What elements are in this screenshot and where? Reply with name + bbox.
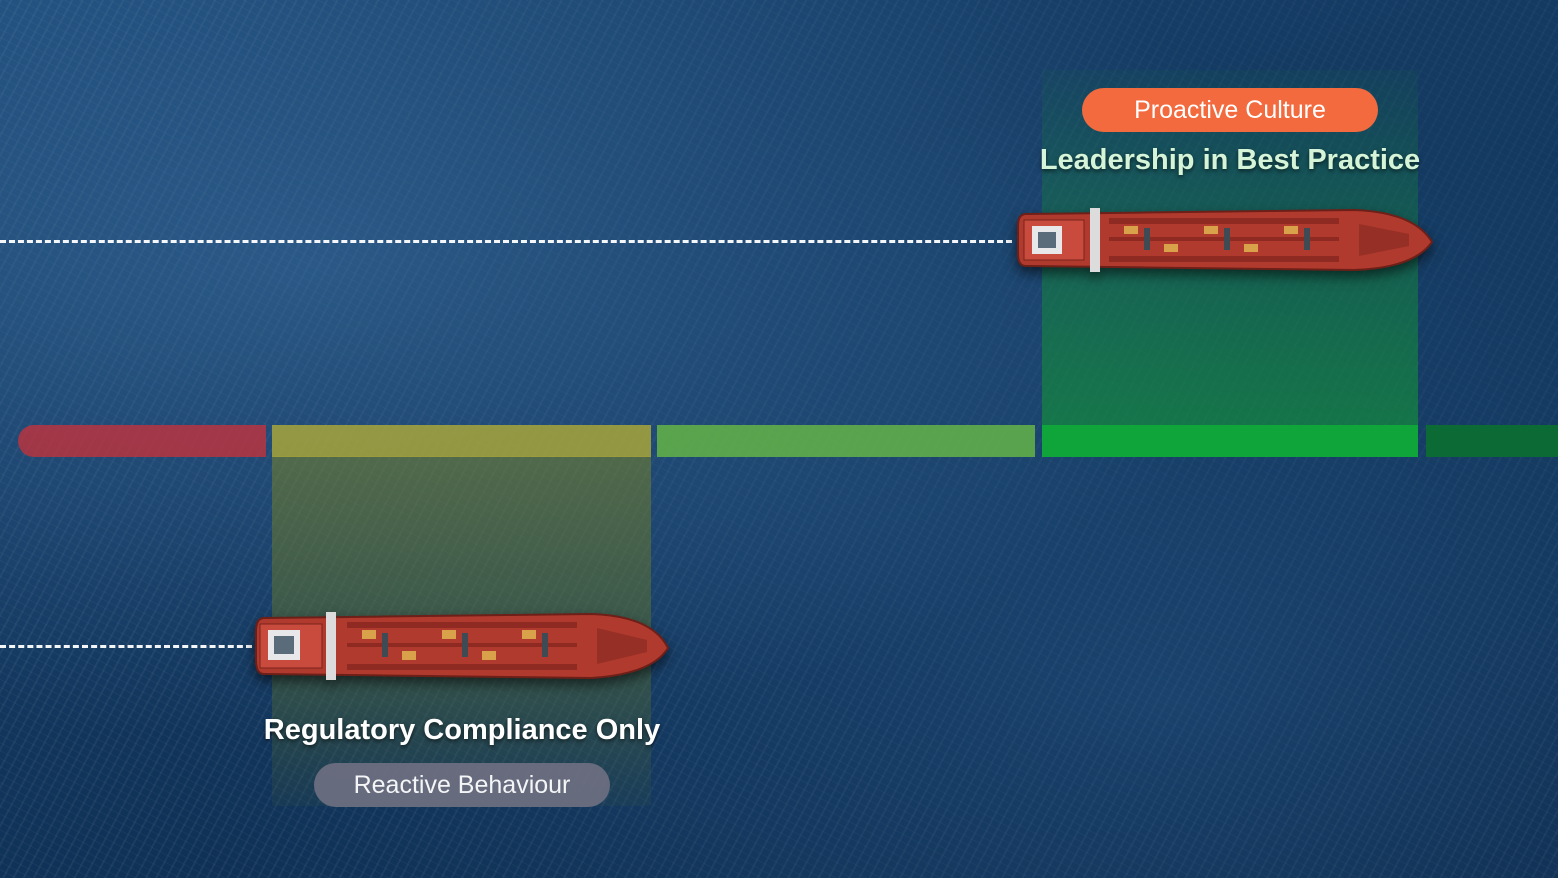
ship-wake-line-top <box>0 240 1012 243</box>
scale-segment-dark-green <box>1426 425 1558 457</box>
leadership-heading: Leadership in Best Practice <box>1039 144 1421 176</box>
scale-segment-red <box>18 425 266 457</box>
proactive-culture-badge: Proactive Culture <box>1082 88 1378 132</box>
reactive-behaviour-badge: Reactive Behaviour <box>314 763 610 807</box>
scale-segment-yellow <box>272 425 651 457</box>
ship-wake-line-bottom <box>0 645 252 648</box>
tanker-ship-icon <box>255 612 670 680</box>
regulatory-heading: Regulatory Compliance Only <box>263 714 661 746</box>
tanker-ship-icon <box>1017 208 1434 272</box>
scale-segment-green <box>1042 425 1418 457</box>
scale-segment-light-green <box>657 425 1035 457</box>
